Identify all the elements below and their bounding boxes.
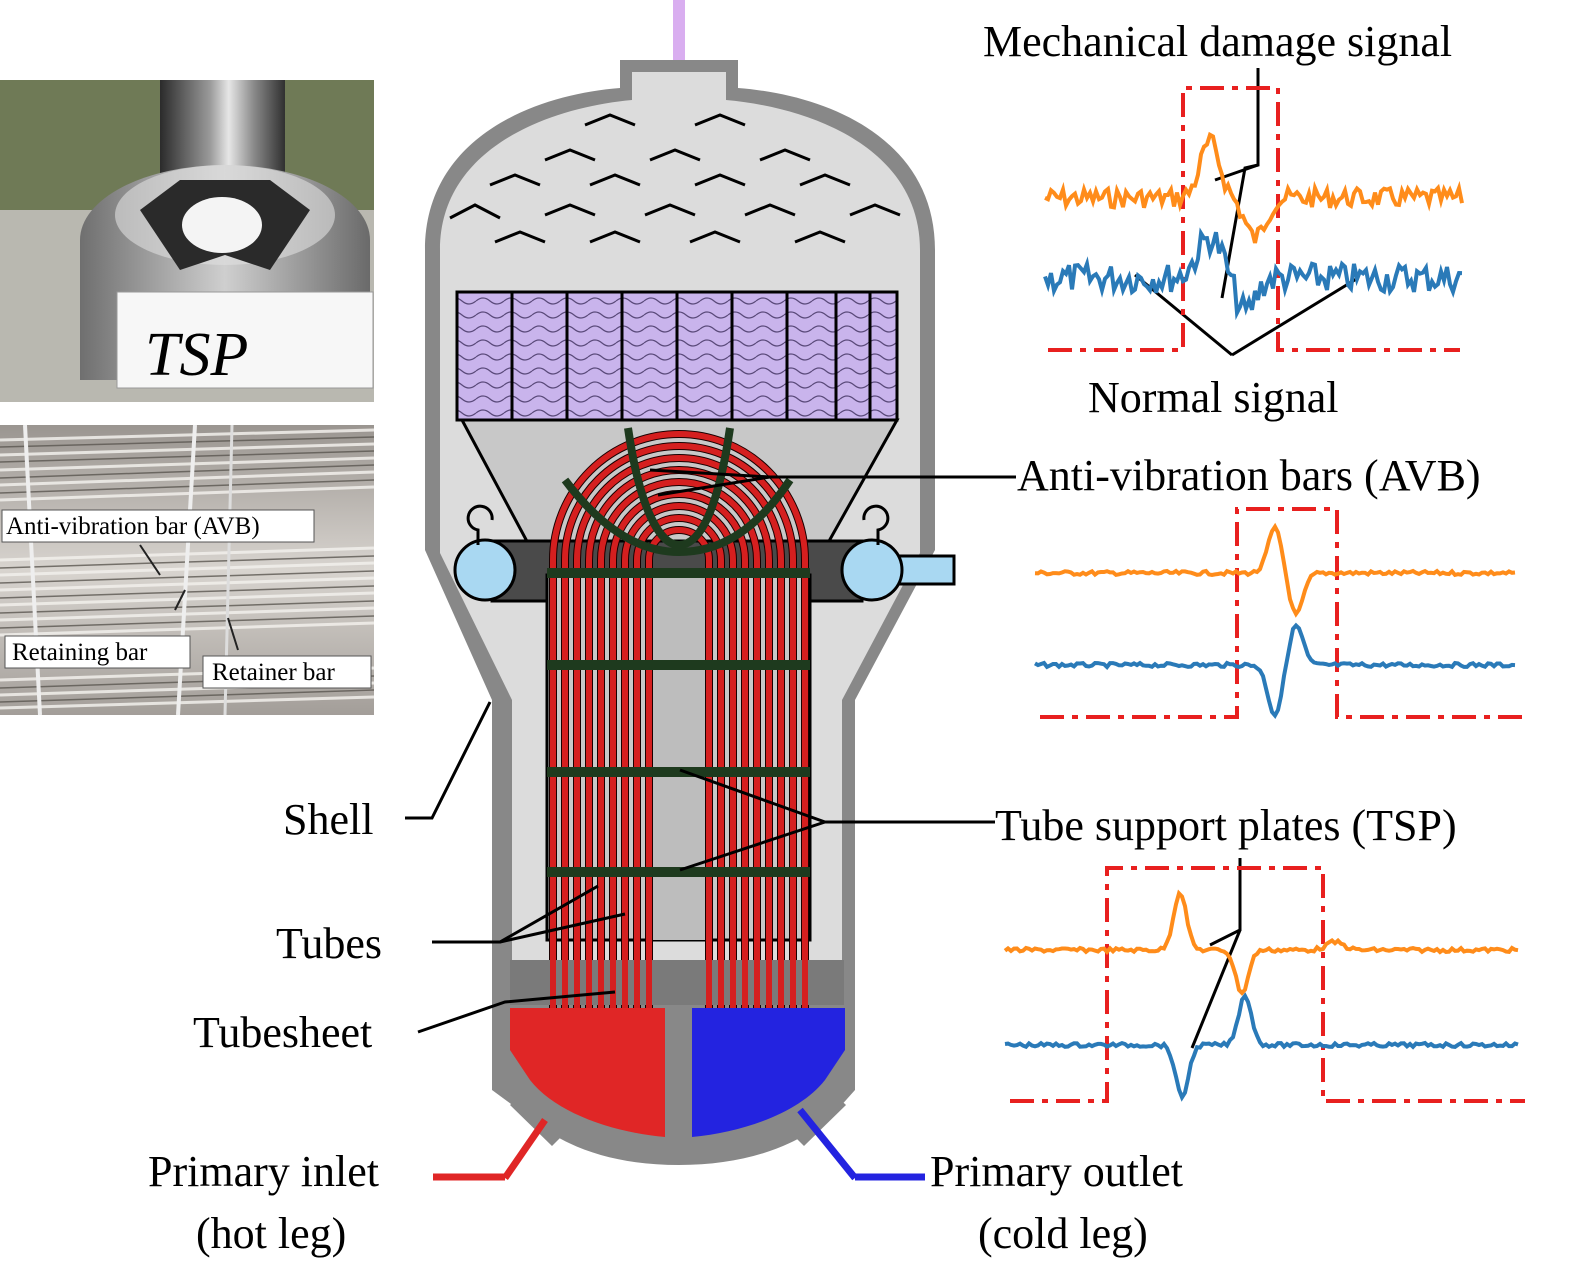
signal-plot-3 [1003, 866, 1525, 1103]
tsp-label: Tube support plates (TSP) [995, 801, 1457, 850]
retaining-bar-label: Retaining bar [12, 639, 148, 666]
window-2 [1040, 507, 1525, 719]
chevron-separators [449, 113, 901, 244]
steam-generator [425, 0, 956, 1181]
signal-plot-1 [1043, 86, 1464, 352]
window-3 [1010, 866, 1525, 1103]
signal-1-blue [1043, 227, 1463, 321]
anti-vibration-bars [561, 427, 794, 557]
tsp-photo: TSP [0, 80, 374, 402]
tube-stubs [550, 940, 808, 1008]
signal-2-blue [1034, 622, 1516, 720]
primary-outlet-sub-label: (cold leg) [978, 1209, 1148, 1258]
avb-label: Anti-vibration bars (AVB) [1017, 451, 1481, 500]
tsp-photo-text: TSP [145, 321, 248, 389]
inlet-nozzle [510, 1088, 570, 1146]
tube-lane [652, 575, 707, 940]
hot-leg-plenum [510, 1008, 665, 1137]
signal-1-orange [1044, 131, 1464, 244]
shell-label: Shell [283, 795, 373, 844]
outlet-nozzle [786, 1088, 846, 1146]
signal-plot-2 [1034, 507, 1525, 720]
feedwater-nozzle-right [840, 504, 956, 602]
signal-2-orange [1034, 522, 1516, 618]
feedwater-nozzle-left [453, 504, 517, 602]
window-1 [1048, 86, 1460, 352]
mechanical-damage-label: Mechanical damage signal [983, 17, 1452, 66]
primary-outlet-label: Primary outlet [930, 1147, 1183, 1196]
signal-3-orange [1003, 889, 1519, 996]
leader-lines [405, 68, 1359, 1181]
signal-3-blue [1004, 992, 1519, 1102]
normal-signal-label: Normal signal [1088, 373, 1339, 422]
primary-inlet-label: Primary inlet [148, 1147, 379, 1196]
avb-photo: Anti-vibration bar (AVB) Retaining bar R… [0, 424, 375, 716]
primary-separators [455, 290, 899, 422]
tubesheet-label: Tubesheet [193, 1008, 372, 1057]
avb-photo-label: Anti-vibration bar (AVB) [6, 513, 260, 540]
tube-support-plates [547, 568, 810, 877]
cold-leg-plenum [692, 1008, 845, 1137]
retainer-bar-label: Retainer bar [212, 659, 336, 686]
tubes-label: Tubes [276, 919, 382, 968]
primary-inlet-sub-label: (hot leg) [196, 1209, 346, 1258]
